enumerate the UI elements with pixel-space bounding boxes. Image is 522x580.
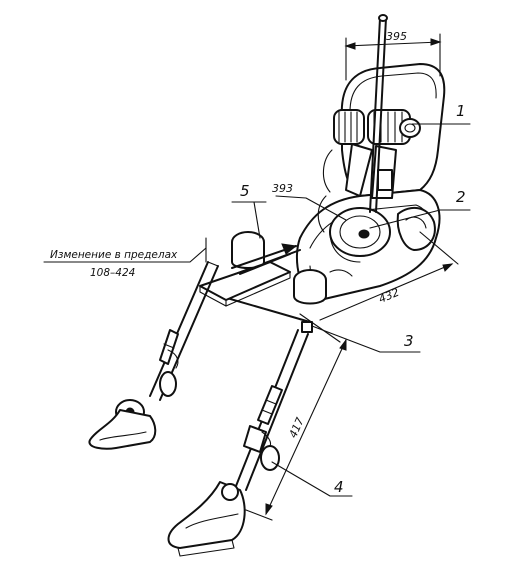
knee-support xyxy=(199,231,327,333)
left-shoe xyxy=(88,409,157,450)
left-leg xyxy=(88,261,219,450)
range-note-line2: 108–424 xyxy=(90,267,135,279)
right-leg xyxy=(167,329,309,557)
callout-3: 3 xyxy=(404,332,414,350)
callout-4: 4 xyxy=(334,478,344,496)
callout-1: 1 xyxy=(456,102,466,120)
dim-393: 393 xyxy=(272,182,293,195)
right-pendant xyxy=(260,445,280,471)
dimension-lines xyxy=(43,33,459,521)
spring-pack xyxy=(333,109,421,145)
dim-395: 395 xyxy=(386,30,407,43)
range-note-line1: Изменение в пределах xyxy=(50,249,178,261)
adjust-lever xyxy=(369,17,381,213)
callout-leaders xyxy=(231,123,471,497)
dim-432: 432 xyxy=(377,286,401,306)
dim-417: 417 xyxy=(286,416,306,440)
seat-assembly xyxy=(296,14,446,301)
callout-2: 2 xyxy=(456,188,466,206)
callout-5: 5 xyxy=(240,182,250,200)
